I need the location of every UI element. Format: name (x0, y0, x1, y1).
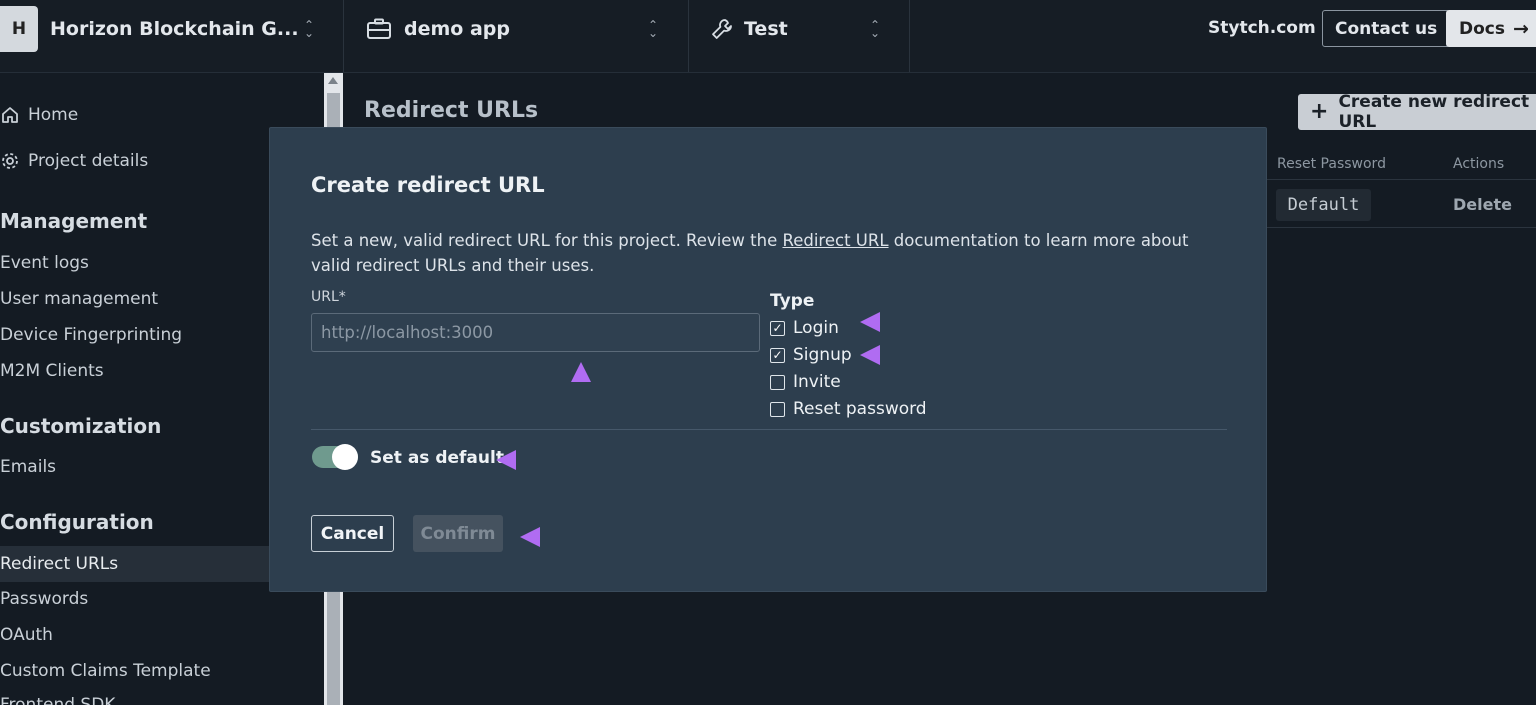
checkbox-checked-icon[interactable]: ✓ (770, 320, 785, 336)
type-checkbox-invite[interactable]: Invite (770, 372, 841, 392)
project-selector[interactable]: demo app (366, 0, 510, 58)
sidebar-section-configuration: Configuration (0, 510, 154, 534)
modal-title: Create redirect URL (311, 173, 545, 197)
toggle-knob (332, 444, 358, 470)
divider (688, 0, 689, 72)
confirm-button[interactable]: Confirm (413, 515, 503, 552)
top-bar: H Horizon Blockchain G... ⌃⌄ demo app ⌃⌄… (0, 0, 1536, 73)
project-name: demo app (404, 18, 510, 40)
org-selector[interactable]: Horizon Blockchain G... (50, 0, 299, 58)
environment-selector[interactable]: Test (710, 0, 788, 58)
column-header-actions: Actions (1453, 156, 1505, 172)
environment-name: Test (744, 18, 788, 40)
divider (343, 0, 344, 72)
create-redirect-url-label: Create new redirect URL (1338, 92, 1530, 132)
create-redirect-url-button[interactable]: + Create new redirect URL (1298, 92, 1536, 132)
checkbox-label: Reset password (793, 399, 927, 419)
sidebar-section-management: Management (0, 209, 148, 233)
type-checkbox-login[interactable]: ✓ Login (770, 318, 839, 338)
project-selector-chevron-icon[interactable]: ⌃⌄ (648, 18, 659, 40)
cancel-button[interactable]: Cancel (311, 515, 394, 552)
sidebar-item-redirect-urls[interactable]: Redirect URLs (0, 546, 270, 582)
checkbox-label: Login (793, 318, 839, 338)
sidebar: Home Project details Management Event lo… (0, 73, 324, 705)
sidebar-item-frontend-sdk[interactable]: Frontend SDK (0, 695, 116, 705)
arrow-right-icon: → (1513, 17, 1529, 40)
create-redirect-url-modal: Create redirect URL Set a new, valid red… (269, 127, 1267, 592)
page-title: Redirect URLs (364, 98, 539, 123)
docs-label: Docs (1459, 18, 1505, 39)
docs-button[interactable]: Docs → (1446, 10, 1536, 47)
sidebar-item-oauth[interactable]: OAuth (0, 625, 53, 645)
scroll-up-icon[interactable] (328, 77, 338, 84)
type-checkbox-signup[interactable]: ✓ Signup (770, 345, 852, 365)
home-icon (2, 107, 18, 123)
checkbox-unchecked-icon[interactable] (770, 401, 785, 417)
briefcase-icon (367, 18, 391, 39)
set-default-toggle[interactable] (312, 444, 358, 470)
contact-us-button[interactable]: Contact us (1322, 10, 1451, 47)
type-checkbox-reset-password[interactable]: Reset password (770, 399, 927, 419)
description-text: Set a new, valid redirect URL for this p… (311, 231, 783, 250)
sidebar-item-device-fingerprinting[interactable]: Device Fingerprinting (0, 325, 183, 345)
checkbox-unchecked-icon[interactable] (770, 374, 785, 390)
sidebar-item-event-logs[interactable]: Event logs (0, 253, 89, 273)
url-input[interactable] (311, 313, 760, 352)
sidebar-item-label: Home (28, 105, 79, 125)
sidebar-section-customization: Customization (0, 414, 162, 438)
modal-divider (311, 429, 1227, 430)
gear-icon (2, 153, 18, 169)
modal-description: Set a new, valid redirect URL for this p… (311, 228, 1211, 278)
sidebar-item-home[interactable]: Home (0, 105, 78, 125)
environment-selector-chevron-icon[interactable]: ⌃⌄ (870, 18, 881, 40)
redirect-url-doc-link[interactable]: Redirect URL (782, 231, 889, 250)
description-text: documentation to learn more about valid … (311, 231, 1189, 275)
divider (909, 0, 910, 72)
sidebar-item-m2m-clients[interactable]: M2M Clients (0, 361, 104, 381)
checkbox-label: Signup (793, 345, 852, 365)
sidebar-item-passwords[interactable]: Passwords (0, 589, 89, 609)
type-label: Type (770, 291, 815, 311)
contact-us-label: Contact us (1335, 18, 1438, 39)
url-label: URL* (311, 289, 346, 305)
wrench-icon (712, 19, 732, 39)
column-header-reset-password: Reset Password (1277, 156, 1386, 172)
sidebar-item-emails[interactable]: Emails (0, 457, 57, 477)
sidebar-item-project-details[interactable]: Project details (0, 151, 148, 171)
table-divider (1266, 227, 1536, 228)
sidebar-item-custom-claims[interactable]: Custom Claims Template (0, 661, 211, 681)
stytch-link[interactable]: Stytch.com (1208, 18, 1316, 38)
checkbox-checked-icon[interactable]: ✓ (770, 347, 785, 363)
sidebar-item-label: Project details (28, 151, 149, 171)
org-avatar[interactable]: H (0, 6, 38, 52)
checkbox-label: Invite (793, 372, 841, 392)
sidebar-item-label: Redirect URLs (0, 554, 119, 574)
reset-password-default-chip: Default (1276, 189, 1371, 221)
set-default-label: Set as default (370, 448, 504, 468)
org-selector-chevron-icon[interactable]: ⌃⌄ (304, 18, 315, 40)
org-name: Horizon Blockchain G... (50, 18, 299, 40)
delete-link[interactable]: Delete (1453, 195, 1512, 214)
plus-icon: + (1310, 99, 1329, 124)
table-divider (1266, 179, 1536, 180)
sidebar-item-user-management[interactable]: User management (0, 289, 159, 309)
